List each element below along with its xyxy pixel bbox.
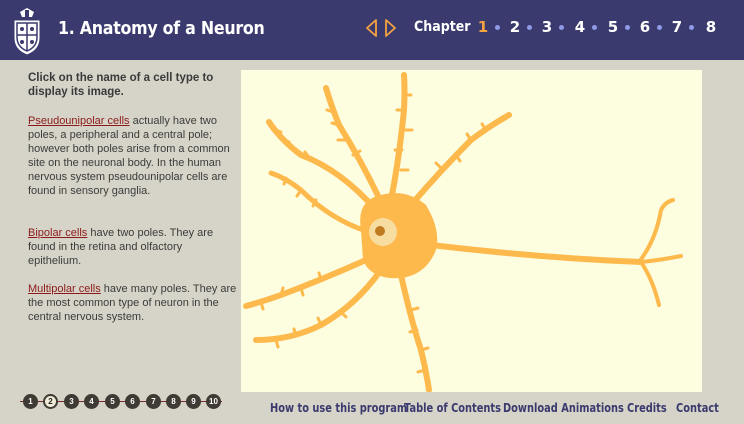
- contact-link[interactable]: Contact: [676, 401, 719, 415]
- page-6-button[interactable]: 6: [125, 394, 140, 409]
- page-7-button[interactable]: 7: [146, 394, 161, 409]
- page-9-button[interactable]: 9: [186, 394, 201, 409]
- page-3-button[interactable]: 3: [64, 394, 79, 409]
- chapter-separator-dot: [689, 25, 694, 30]
- page-1-button[interactable]: 1: [23, 394, 38, 409]
- page-pager: 1 2 3 4 5 6 7 8 9 10: [20, 393, 225, 411]
- chapter-selector: 1 2 3 4 5 6 7 8: [476, 18, 738, 38]
- credits-link[interactable]: Credits: [627, 401, 667, 415]
- page-10-button[interactable]: 10: [206, 394, 221, 409]
- chapter-separator-dot: [625, 25, 630, 30]
- next-arrow-icon[interactable]: [383, 19, 397, 37]
- chapter-4-link[interactable]: 4: [574, 18, 586, 36]
- chapter-separator-dot: [559, 25, 564, 30]
- previous-arrow-icon[interactable]: [365, 19, 379, 37]
- crest-logo-icon: [13, 8, 41, 56]
- pseudounipolar-cells-link[interactable]: Pseudounipolar cells: [28, 115, 130, 127]
- multipolar-description: Multipolar cells have many poles. They a…: [28, 282, 238, 324]
- multipolar-description-text: have many poles. They are the most commo…: [28, 283, 237, 323]
- chapter-5-link[interactable]: 5: [607, 18, 619, 36]
- chapter-3-link[interactable]: 3: [541, 18, 553, 36]
- chapter-8-link[interactable]: 8: [705, 18, 717, 36]
- chapter-1-link[interactable]: 1: [477, 18, 489, 36]
- page-8-button[interactable]: 8: [166, 394, 181, 409]
- multipolar-cells-link[interactable]: Multipolar cells: [28, 283, 101, 295]
- chapter-separator-dot: [657, 25, 662, 30]
- instructions-text: Click on the name of a cell type to disp…: [28, 72, 214, 98]
- bipolar-description: Bipolar cells have two poles. They are f…: [28, 226, 238, 268]
- nucleolus: [375, 226, 385, 236]
- chapter-2-link[interactable]: 2: [509, 18, 521, 36]
- pager-track: [20, 401, 222, 402]
- page-5-button[interactable]: 5: [105, 394, 120, 409]
- how-to-use-link[interactable]: How to use this program: [270, 401, 408, 415]
- pseudounipolar-description-text: actually have two poles, a peripheral an…: [28, 115, 230, 197]
- bipolar-description-text: have two poles. They are found in the re…: [28, 227, 214, 267]
- page-2-button[interactable]: 2: [43, 394, 58, 409]
- chapter-separator-dot: [592, 25, 597, 30]
- chapter-6-link[interactable]: 6: [639, 18, 651, 36]
- bipolar-cells-link[interactable]: Bipolar cells: [28, 227, 88, 239]
- chapter-label: Chapter: [414, 19, 471, 35]
- chapter-separator-dot: [527, 25, 532, 30]
- chapter-nav-arrows: [365, 19, 397, 37]
- page-4-button[interactable]: 4: [84, 394, 99, 409]
- pseudounipolar-description: Pseudounipolar cells actually have two p…: [28, 114, 238, 198]
- multipolar-neuron-illustration: [243, 72, 683, 392]
- chapter-separator-dot: [495, 25, 500, 30]
- cell-image-panel: [241, 70, 702, 392]
- table-of-contents-link[interactable]: Table of Contents: [404, 401, 502, 415]
- download-animations-link[interactable]: Download Animations: [503, 401, 624, 415]
- chapter-7-link[interactable]: 7: [671, 18, 683, 36]
- header-bar: 1. Anatomy of a Neuron Chapter 1 2 3 4 5…: [0, 0, 744, 60]
- page-title: 1. Anatomy of a Neuron: [58, 18, 265, 39]
